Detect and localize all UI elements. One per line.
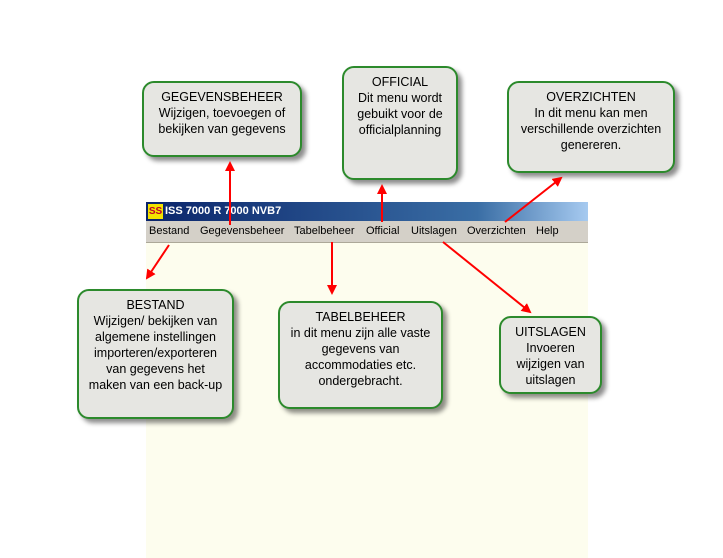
menu-bar: Bestand Gegevensbeheer Tabelbeheer Offic…: [146, 221, 588, 243]
callout-gegevensbeheer-body: Wijzigen, toevoegen of bekijken van gege…: [158, 106, 286, 136]
callout-bestand: BESTAND Wijzigen/ bekijken van algemene …: [77, 289, 234, 419]
callout-tabelbeheer: TABELBEHEER in dit menu zijn alle vaste …: [278, 301, 443, 409]
callout-uitslagen-title: UITSLAGEN: [515, 325, 586, 339]
callout-overzichten-title: OVERZICHTEN: [546, 90, 636, 104]
menu-bestand[interactable]: Bestand: [149, 225, 190, 237]
window-title: ISS 7000 R 7000 NVB7: [165, 205, 282, 217]
callout-tabelbeheer-body: in dit menu zijn alle vaste gegevens van…: [290, 326, 431, 388]
callout-overzichten: OVERZICHTEN In dit menu kan men verschil…: [507, 81, 675, 173]
menu-tabelbeheer[interactable]: Tabelbeheer: [294, 225, 355, 237]
callout-bestand-body: Wijzigen/ bekijken van algemene instelli…: [88, 314, 223, 392]
menu-overzichten[interactable]: Overzichten: [467, 225, 526, 237]
callout-official-title: OFFICIAL: [371, 75, 429, 89]
callout-official: OFFICIAL Dit menu wordt gebuikt voor de …: [342, 66, 458, 180]
menu-help[interactable]: Help: [536, 225, 559, 237]
callout-bestand-title: BESTAND: [126, 298, 185, 312]
callout-tabelbeheer-title: TABELBEHEER: [315, 310, 406, 324]
menu-gegevensbeheer[interactable]: Gegevensbeheer: [200, 225, 285, 237]
app-logo-icon: SS: [148, 204, 163, 219]
menu-uitslagen[interactable]: Uitslagen: [411, 225, 457, 237]
callout-gegevensbeheer-title: GEGEVENSBEHEER: [161, 90, 283, 104]
callout-overzichten-body: In dit menu kan men verschillende overzi…: [520, 106, 662, 152]
callout-uitslagen: UITSLAGEN Invoeren wijzigen van uitslage…: [499, 316, 602, 394]
callout-uitslagen-body: Invoeren wijzigen van uitslagen: [516, 341, 585, 387]
callout-gegevensbeheer: GEGEVENSBEHEER Wijzigen, toevoegen of be…: [142, 81, 302, 157]
menu-official[interactable]: Official: [366, 225, 400, 237]
callout-official-body: Dit menu wordt gebuikt voor de officialp…: [357, 91, 443, 137]
